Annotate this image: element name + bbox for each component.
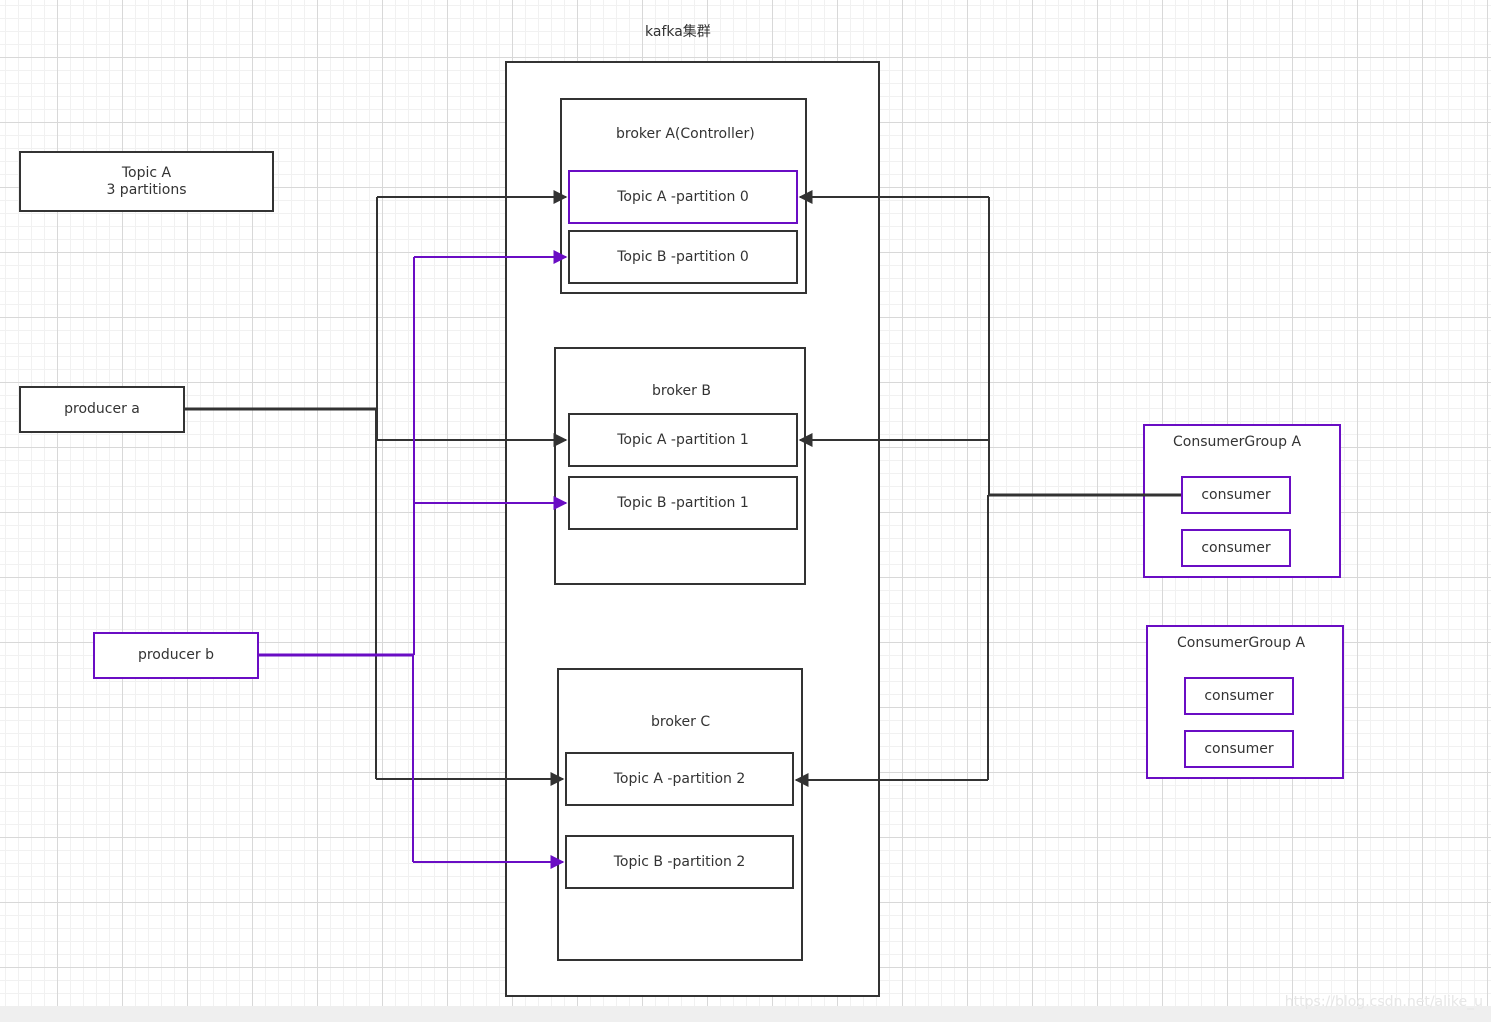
producer-b-connectors (259, 250, 568, 869)
watermark: https://blog.csdn.net/alike_u (1284, 994, 1483, 1010)
consumer-group-2-consumer-2[interactable]: consumer (1184, 730, 1294, 768)
broker-b-label: broker B (652, 383, 711, 399)
broker-c-partition-topic-b[interactable]: Topic B -partition 2 (565, 835, 794, 889)
broker-a-partition-topic-a[interactable]: Topic A -partition 0 (568, 170, 798, 224)
canvas-footer-bar (0, 1006, 1491, 1022)
broker-b-partition-topic-b[interactable]: Topic B -partition 1 (568, 476, 798, 530)
consumer-label: consumer (1204, 740, 1274, 757)
producer-a-connectors (185, 190, 568, 786)
partition-label: Topic B -partition 1 (617, 494, 749, 511)
consumer-group-2-label: ConsumerGroup A (1177, 635, 1306, 651)
broker-a-label: broker A(Controller) (616, 126, 755, 142)
broker-c-box (557, 668, 803, 961)
producer-b[interactable]: producer b (93, 632, 259, 679)
consumer-connectors (794, 190, 1181, 787)
consumer-label: consumer (1201, 539, 1271, 556)
broker-b-partition-topic-a[interactable]: Topic A -partition 1 (568, 413, 798, 467)
consumer-label: consumer (1201, 486, 1271, 503)
broker-c-label: broker C (651, 714, 711, 730)
broker-c-partition-topic-a[interactable]: Topic A -partition 2 (565, 752, 794, 806)
producer-a[interactable]: producer a (19, 386, 185, 433)
consumer-group-1-consumer-1[interactable]: consumer (1181, 476, 1291, 514)
broker-a-partition-topic-b[interactable]: Topic B -partition 0 (568, 230, 798, 284)
producer-b-label: producer b (137, 647, 215, 663)
consumer-group-2-consumer-1[interactable]: consumer (1184, 677, 1294, 715)
topic-note-line-1: Topic A (121, 164, 172, 181)
topic-note: Topic A 3 partitions (19, 151, 274, 212)
partition-label: Topic B -partition 2 (613, 853, 746, 870)
cluster-title: kafka集群 (645, 24, 711, 40)
consumer-group-1-consumer-2[interactable]: consumer (1181, 529, 1291, 567)
partition-label: Topic B -partition 0 (617, 248, 749, 265)
partition-label: Topic A -partition 2 (613, 770, 746, 787)
consumer-label: consumer (1204, 687, 1274, 704)
consumer-group-1-label: ConsumerGroup A (1173, 434, 1302, 450)
producer-a-label: producer a (64, 401, 140, 417)
partition-label: Topic A -partition 1 (617, 431, 749, 448)
partition-label: Topic A -partition 0 (617, 188, 749, 205)
topic-note-line-2: 3 partitions (106, 181, 187, 198)
